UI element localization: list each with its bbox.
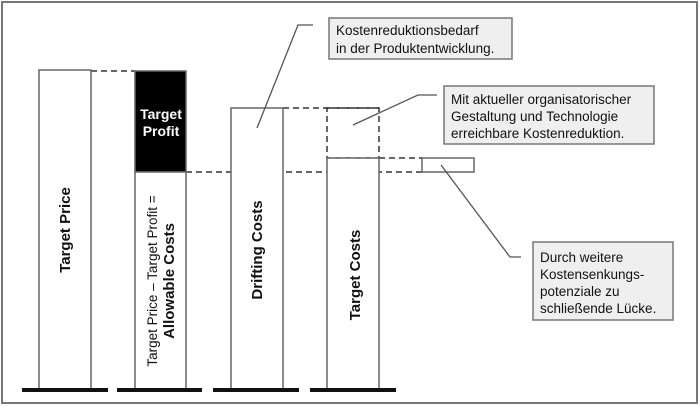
label-allowable-costs: Allowable Costs <box>161 223 178 339</box>
label-drifting-costs: Drifting Costs <box>249 200 266 299</box>
gap-box <box>421 157 475 173</box>
note-line: potenziale zu <box>540 284 620 299</box>
note-line: schließende Lücke. <box>540 301 656 316</box>
note-development: Kostenreduktionsbedarf in der Produktent… <box>328 17 513 60</box>
achievable-reduction-box <box>326 107 380 159</box>
label-target-costs: Target Costs <box>347 230 364 321</box>
note-line: in der Produktentwicklung. <box>336 41 494 56</box>
label-target-price: Target Price <box>57 187 74 273</box>
bar-target-price <box>38 69 92 391</box>
bar-drifting-costs <box>230 107 284 391</box>
note-line: Kostenreduktionsbedarf <box>336 23 479 38</box>
note-current-reduction: Mit aktueller organisatorischer Gestaltu… <box>443 85 655 145</box>
leader-gap <box>440 164 521 258</box>
leader-development <box>256 24 313 129</box>
note-line: Mit aktueller organisatorischer <box>451 92 632 107</box>
note-line: Durch weitere <box>540 250 623 265</box>
label-target-profit-2: Profit <box>143 123 180 139</box>
bar-allowable-costs <box>134 171 187 391</box>
note-line: Kostensenkungs- <box>540 267 644 282</box>
note-line: erreichbare Kostenreduktion. <box>451 126 624 141</box>
label-allowable-formula: Target Price – Target Profit = <box>145 195 160 366</box>
note-line: Gestaltung und Technologie <box>451 109 618 124</box>
leader-current <box>352 94 437 126</box>
bar-target-costs <box>326 157 380 391</box>
label-target-profit-1: Target <box>140 106 182 122</box>
bar-target-profit <box>134 70 187 173</box>
note-gap: Durch weitere Kostensenkungs- potenziale… <box>532 241 674 321</box>
